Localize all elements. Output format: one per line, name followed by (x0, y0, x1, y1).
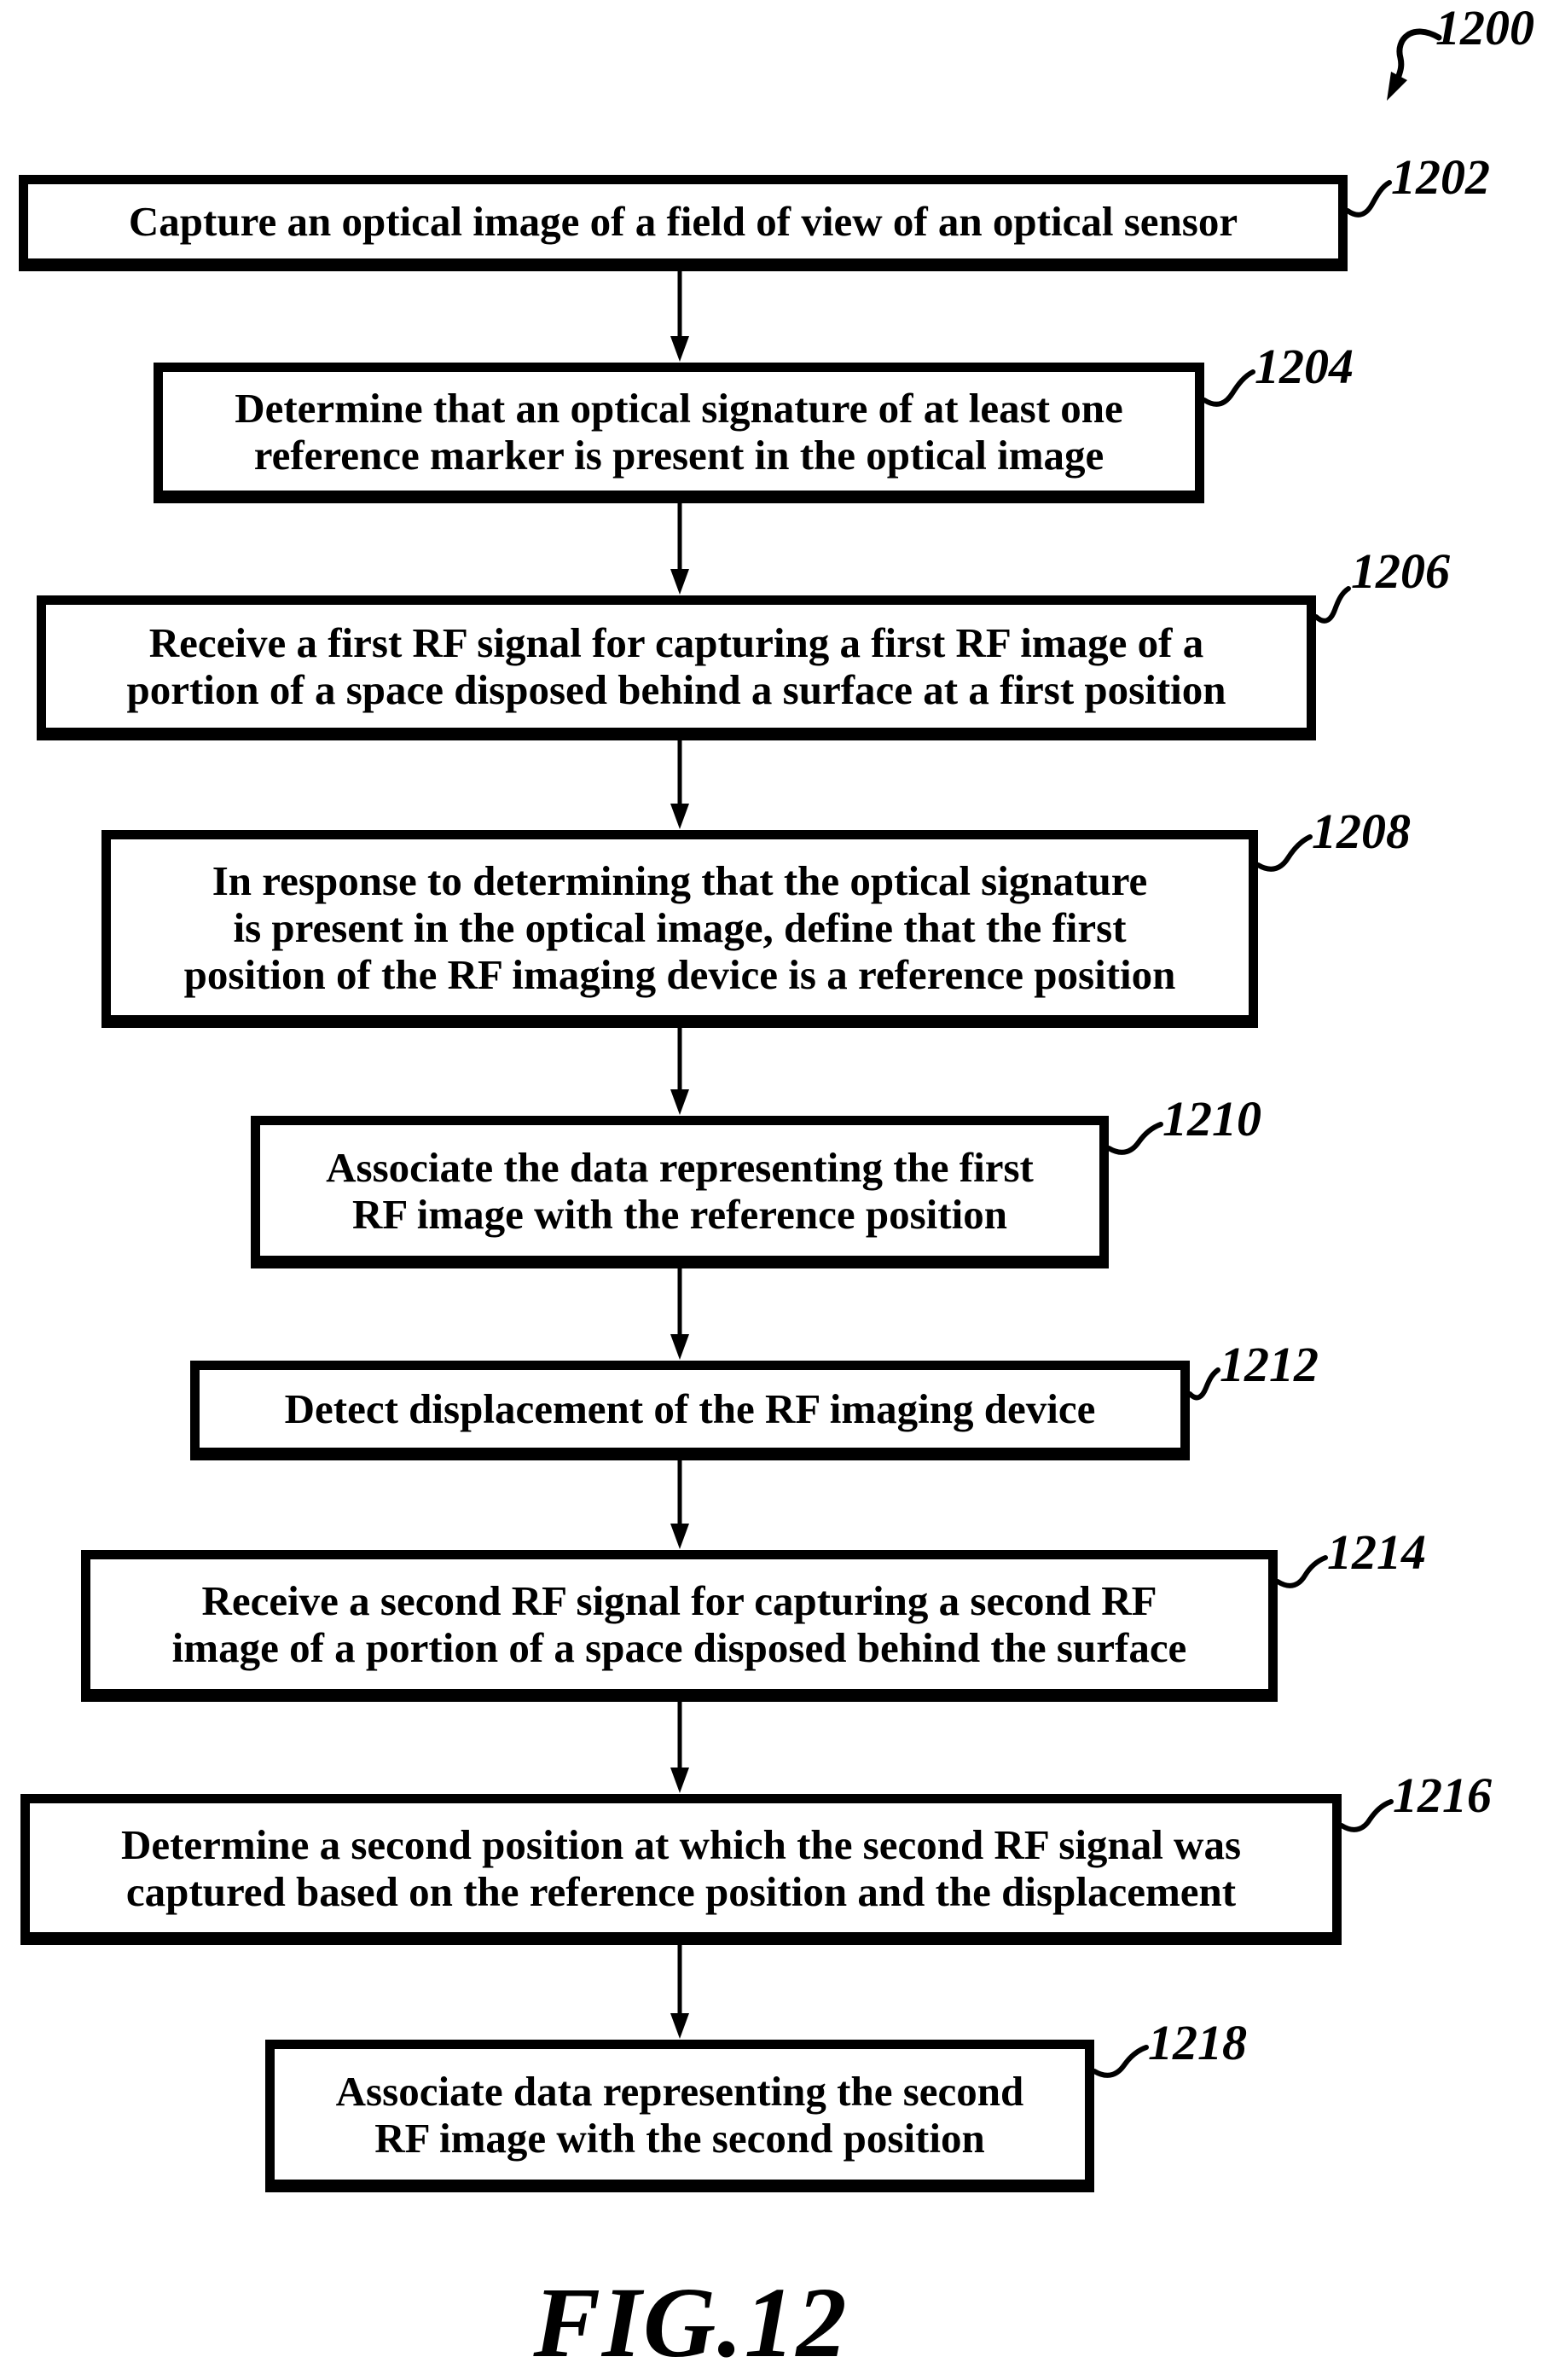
ref-label-1204: 1204 (1255, 339, 1354, 394)
leader-line-1212 (1187, 1367, 1220, 1401)
step-box-1216: Determine a second position at which the… (20, 1794, 1342, 1945)
flow-arrowheads (670, 336, 689, 2039)
step-text-1218: Associate data representing the second R… (335, 2067, 1024, 2162)
figure-ref-arrowhead (1387, 72, 1407, 101)
flow-arrowhead (670, 569, 689, 595)
step-text-1214: Receive a second RF signal for capturing… (171, 1577, 1187, 1671)
ref-label-1208: 1208 (1312, 804, 1411, 859)
step-box-1214: Receive a second RF signal for capturing… (81, 1550, 1278, 1702)
leader-line-1214 (1275, 1555, 1328, 1588)
leader-line-1202 (1345, 180, 1392, 218)
step-box-1218: Associate data representing the second R… (265, 2040, 1094, 2192)
leader-line-1210 (1106, 1122, 1163, 1155)
leader-line-1206 (1313, 586, 1351, 624)
flow-arrowhead (670, 1524, 689, 1549)
ref-label-1214: 1214 (1327, 1524, 1426, 1580)
step-text-1208: In response to determining that the opti… (183, 856, 1176, 998)
ref-label-1206: 1206 (1351, 543, 1450, 599)
leader-line-1218 (1092, 2045, 1149, 2078)
ref-label-1216: 1216 (1393, 1768, 1492, 1823)
step-box-1208: In response to determining that the opti… (101, 830, 1258, 1028)
step-text-1202: Capture an optical image of a field of v… (128, 198, 1238, 245)
ref-label-1210: 1210 (1162, 1091, 1261, 1146)
figure-ref-label: 1200 (1435, 0, 1534, 55)
ref-label-1212: 1212 (1220, 1337, 1319, 1392)
flow-arrowhead (670, 1089, 689, 1115)
flow-arrowhead (670, 1334, 689, 1360)
leader-line-1216 (1339, 1799, 1394, 1832)
flow-arrowhead (670, 1768, 689, 1793)
step-box-1212: Detect displacement of the RF imaging de… (190, 1361, 1190, 1460)
step-text-1212: Detect displacement of the RF imaging de… (284, 1385, 1096, 1432)
ref-label-1202: 1202 (1391, 149, 1490, 205)
step-box-1206: Receive a first RF signal for capturing … (37, 595, 1316, 740)
step-text-1204: Determine that an optical signature of a… (235, 384, 1123, 479)
step-text-1210: Associate the data representing the firs… (326, 1143, 1034, 1238)
ref-label-1218: 1218 (1148, 2015, 1247, 2070)
flow-arrowhead (670, 336, 689, 362)
step-text-1216: Determine a second position at which the… (120, 1820, 1242, 1915)
ref-leader-lines (1092, 180, 1394, 2078)
flow-arrowhead (670, 2013, 689, 2039)
figure-caption: FIG.12 (533, 2267, 849, 2378)
step-box-1202: Capture an optical image of a field of v… (19, 175, 1348, 271)
step-box-1204: Determine that an optical signature of a… (154, 363, 1204, 503)
step-box-1210: Associate the data representing the firs… (251, 1116, 1109, 1268)
flow-arrowhead (670, 804, 689, 829)
leader-line-1208 (1255, 834, 1313, 872)
figure-ref-arrow (1395, 28, 1442, 79)
step-text-1206: Receive a first RF signal for capturing … (126, 619, 1226, 713)
leader-line-1204 (1202, 369, 1255, 407)
